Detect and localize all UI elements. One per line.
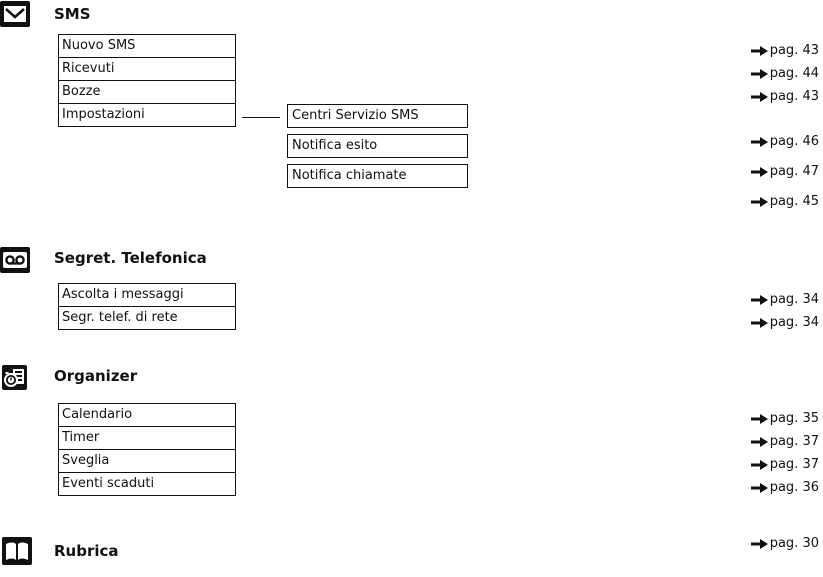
menu-item-impostazioni[interactable]: Impostazioni (58, 103, 236, 127)
arrow-right-icon (750, 91, 768, 102)
menu-item-eventi-scaduti[interactable]: Eventi scaduti (58, 472, 236, 496)
page-ref[interactable]: pag. 36 (750, 479, 819, 497)
arrow-right-icon (750, 413, 768, 424)
page-ref[interactable]: pag. 34 (750, 291, 819, 309)
arrow-right-icon (750, 45, 768, 56)
page-ref[interactable]: pag. 30 (750, 535, 819, 553)
submenu-item-centri-servizio-sms[interactable]: Centri Servizio SMS (287, 104, 468, 128)
page-ref[interactable]: pag. 47 (750, 163, 819, 181)
page-ref[interactable]: pag. 37 (750, 433, 819, 451)
page-ref[interactable]: pag. 43 (750, 88, 819, 106)
page-ref[interactable]: pag. 37 (750, 456, 819, 474)
arrow-right-icon (750, 459, 768, 470)
menu-item-bozze[interactable]: Bozze (58, 80, 236, 104)
menu-item-sveglia[interactable]: Sveglia (58, 449, 236, 473)
arrow-right-icon (750, 294, 768, 305)
menu-item-segr-telef-di-rete[interactable]: Segr. telef. di rete (58, 306, 236, 330)
arrow-right-icon (750, 538, 768, 549)
menu-item-calendario[interactable]: Calendario (58, 403, 236, 427)
page-ref[interactable]: pag. 44 (750, 65, 819, 83)
submenu-item-notifica-esito[interactable]: Notifica esito (287, 134, 468, 158)
page-ref[interactable]: pag. 46 (750, 133, 819, 151)
arrow-right-icon (750, 68, 768, 79)
voicemail-icon (0, 247, 30, 273)
section-title-directory: Rubrica (54, 542, 119, 560)
arrow-right-icon (750, 166, 768, 177)
arrow-right-icon (750, 196, 768, 207)
submenu-item-notifica-chiamate[interactable]: Notifica chiamate (287, 164, 468, 188)
page-ref[interactable]: pag. 43 (750, 42, 819, 60)
arrow-right-icon (750, 482, 768, 493)
page-ref[interactable]: pag. 45 (750, 193, 819, 211)
section-title-answering-machine: Segret. Telefonica (54, 249, 207, 267)
envelope-icon (0, 1, 30, 27)
section-title-organizer: Organizer (54, 367, 138, 385)
book-icon (2, 537, 32, 565)
page-ref[interactable]: pag. 34 (750, 314, 819, 332)
organizer-icon (2, 365, 27, 390)
menu-item-timer[interactable]: Timer (58, 426, 236, 450)
menu-item-nuovo-sms[interactable]: Nuovo SMS (58, 34, 236, 58)
submenu-connector (242, 117, 280, 118)
section-title-sms: SMS (54, 5, 91, 23)
arrow-right-icon (750, 317, 768, 328)
menu-item-ricevuti[interactable]: Ricevuti (58, 57, 236, 81)
arrow-right-icon (750, 136, 768, 147)
arrow-right-icon (750, 436, 768, 447)
page-ref[interactable]: pag. 35 (750, 410, 819, 428)
menu-item-ascolta-i-messaggi[interactable]: Ascolta i messaggi (58, 283, 236, 307)
